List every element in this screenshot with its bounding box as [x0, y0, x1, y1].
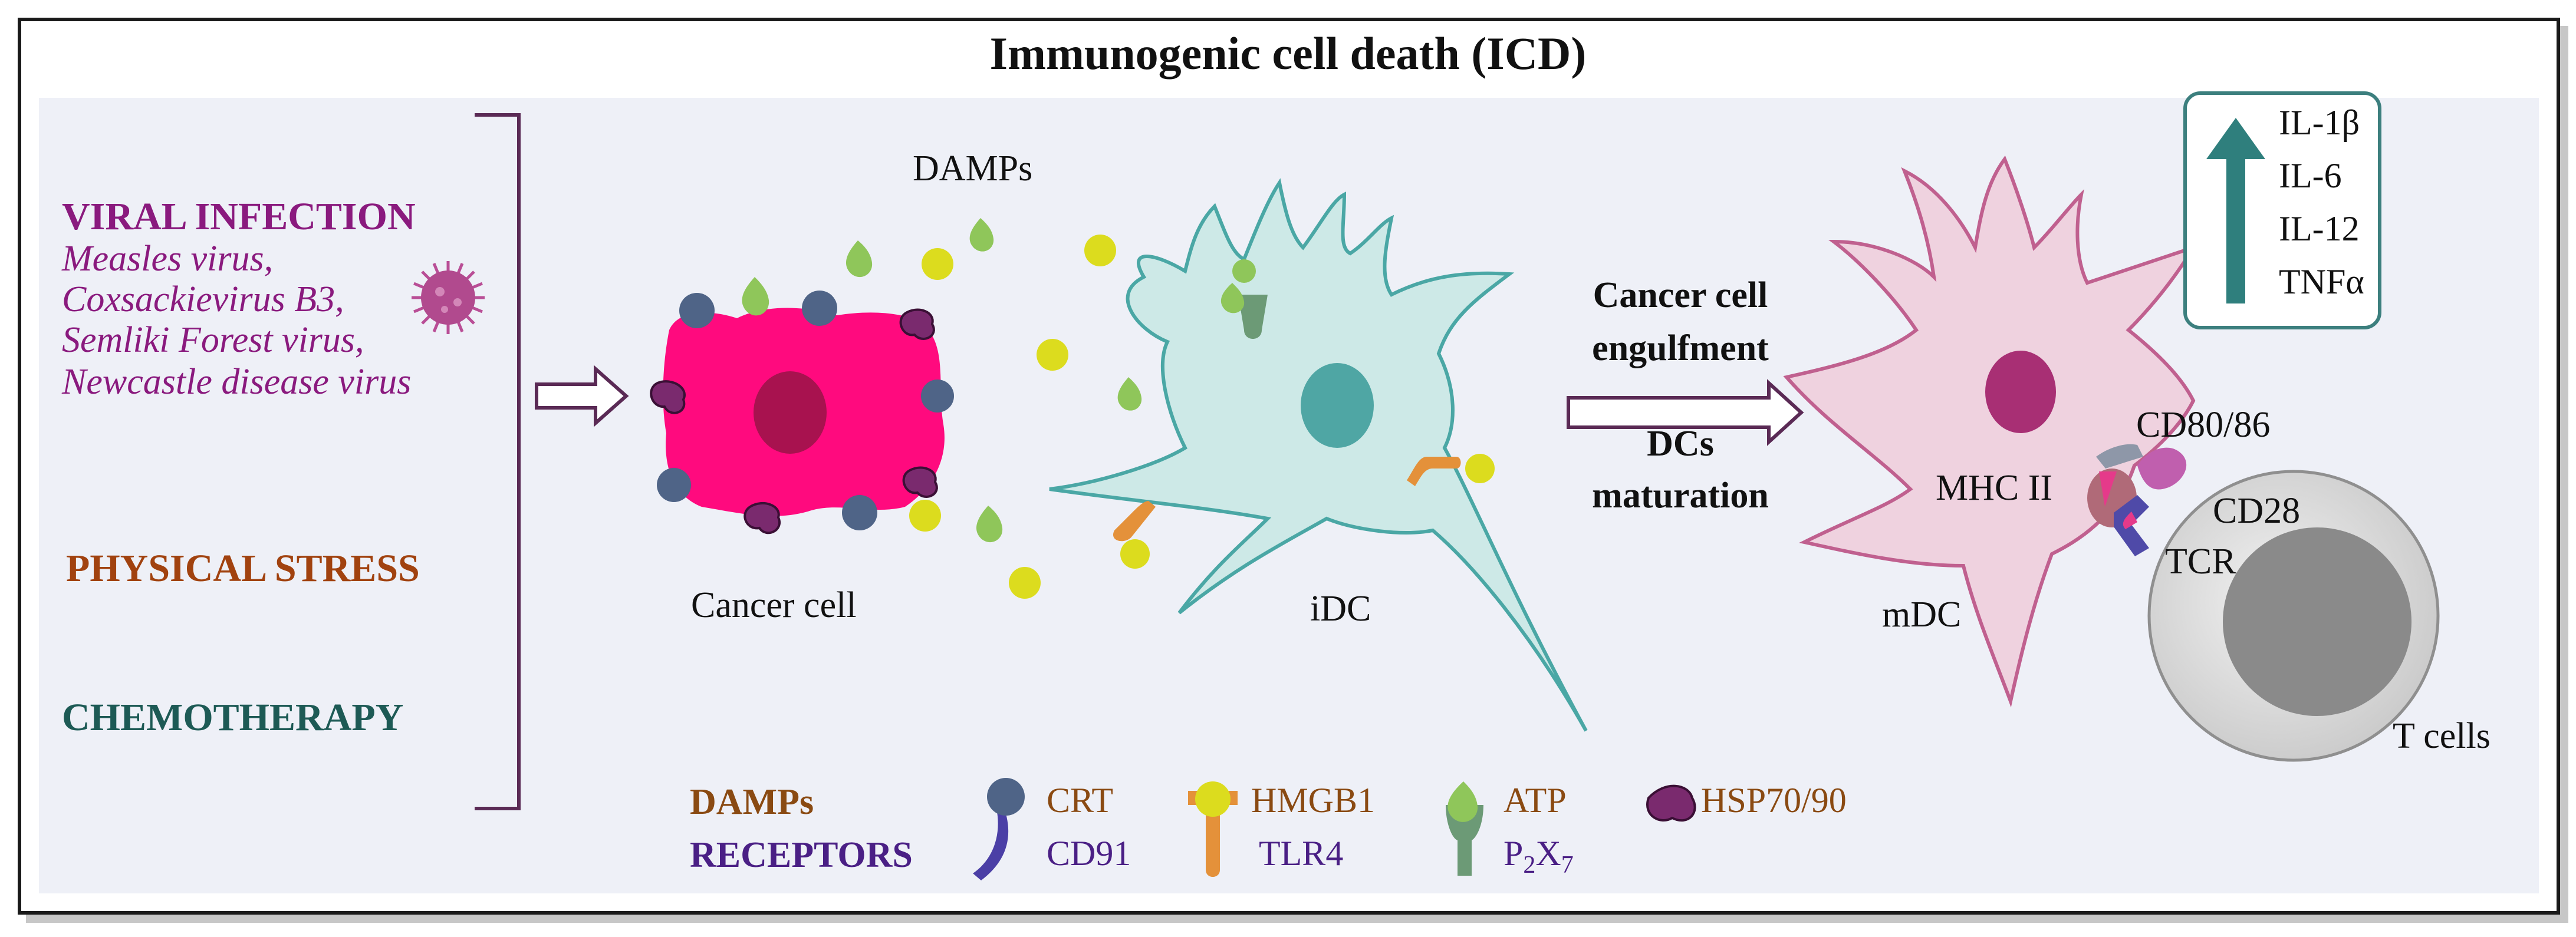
legend-receptors-label: RECEPTORS	[690, 835, 913, 875]
cytokine-item: TNFα	[2279, 262, 2364, 301]
idc-icon	[1049, 178, 1588, 732]
cd28-label: CD28	[2213, 491, 2301, 531]
cd80-86-label: CD80/86	[2136, 405, 2271, 445]
inducer-arrow-icon	[535, 365, 629, 427]
virus-icon	[412, 261, 485, 334]
legend-hsp: HSP70/90	[1701, 781, 1847, 820]
hsp-icon	[1646, 784, 1696, 822]
legend-hmgb1: HMGB1	[1251, 781, 1376, 820]
cancer-cell-label: Cancer cell	[691, 585, 857, 625]
p2x7-p: P	[1504, 834, 1524, 873]
legend-crt: CRT	[1047, 781, 1114, 820]
crt-dots	[657, 291, 954, 530]
mdc-icon	[1783, 155, 2197, 708]
crt-cd91-icon	[973, 778, 1025, 880]
figure-title: Immunogenic cell death (ICD)	[989, 28, 1587, 79]
atp-p2x7-icon	[1446, 781, 1483, 876]
mhc-ii-label: MHC II	[1936, 468, 2053, 508]
legend-tlr4: TLR4	[1259, 834, 1344, 873]
cancer-cell-icon	[663, 308, 945, 516]
tlr4-on-idc-left	[1113, 501, 1156, 569]
p2x7-sub-7: 7	[1561, 852, 1574, 879]
mdc-label: mDC	[1882, 595, 1962, 635]
hmgb1-tlr4-icon	[1188, 781, 1238, 877]
engulfment-line2: engulfment	[1592, 328, 1769, 368]
legend-cd91: CD91	[1047, 834, 1131, 873]
legend-damps-label: DAMPs	[690, 782, 814, 822]
cd80-icon	[2096, 444, 2143, 468]
p2x7-on-idc	[1220, 259, 1268, 339]
tcr-label: TCR	[2165, 542, 2236, 582]
tcr-icon	[2114, 495, 2149, 556]
p2x7-sub-2: 2	[1523, 852, 1536, 879]
maturation-line2: maturation	[1592, 476, 1769, 516]
idc-label: iDC	[1310, 589, 1371, 629]
cytokine-item: IL-1β	[2279, 103, 2360, 142]
released-atp	[845, 218, 1142, 543]
hsp-on-cell	[650, 308, 938, 535]
engulfment-line1: Cancer cell	[1593, 275, 1768, 315]
virus-name: Measles virus,	[62, 239, 274, 279]
legend-atp: ATP	[1504, 781, 1567, 820]
legend-p2x7: P2X7	[1504, 836, 1574, 877]
virus-name: Coxsackievirus B3,	[62, 279, 344, 319]
tlr4-on-idc	[1407, 454, 1495, 486]
viral-infection-heading: VIRAL INFECTION	[62, 195, 416, 238]
engulfment-arrow-icon	[1567, 379, 1804, 446]
atp-on-cell	[742, 277, 769, 316]
damps-label: DAMPs	[913, 149, 1033, 189]
virus-name: Semliki Forest virus,	[62, 320, 364, 360]
t-cell-icon	[2147, 470, 2440, 762]
released-hmgb1	[909, 235, 1116, 599]
cytokine-item: IL-12	[2279, 209, 2360, 248]
maturation-line1: DCs	[1647, 424, 1714, 464]
up-arrow-icon	[2206, 118, 2265, 303]
inducer-bracket	[475, 113, 521, 810]
t-cells-label: T cells	[2393, 716, 2491, 756]
virus-name: Newcastle disease virus	[62, 362, 412, 402]
physical-stress-label: PHYSICAL STRESS	[66, 547, 420, 590]
p2x7-x: X	[1535, 834, 1561, 873]
chemotherapy-label: CHEMOTHERAPY	[62, 696, 404, 739]
cytokine-item: IL-6	[2279, 156, 2342, 195]
cd28-icon	[2137, 447, 2187, 490]
